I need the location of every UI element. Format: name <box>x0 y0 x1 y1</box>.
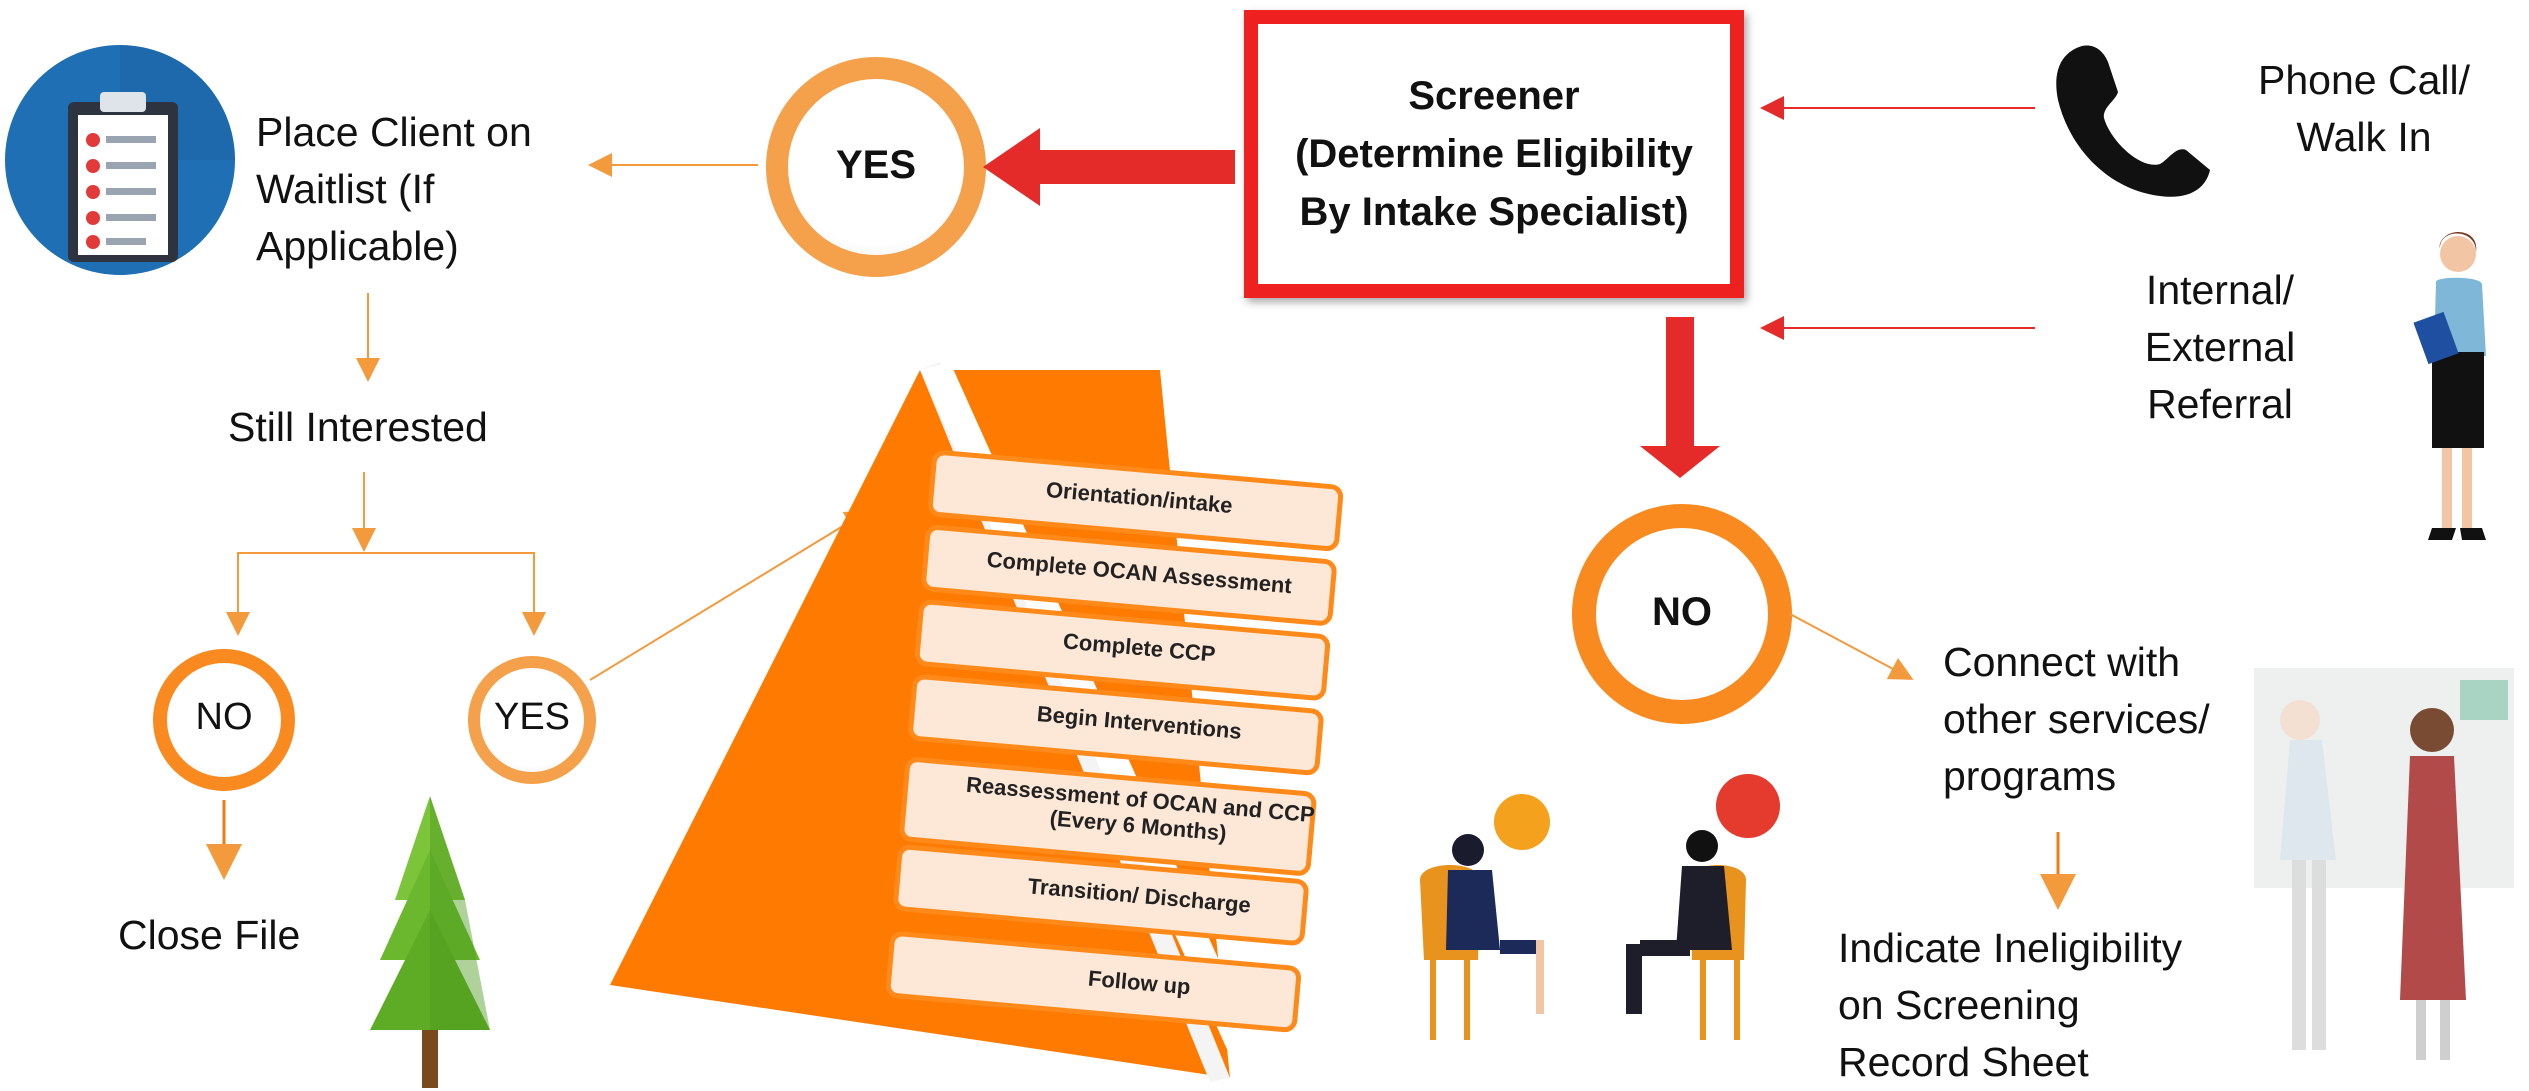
referral-line1: Internal/ <box>2145 267 2295 313</box>
small-no-label: NO <box>195 696 253 738</box>
still-interested-label: Still Interested <box>228 404 488 450</box>
interview-scene-icon <box>1420 774 1780 1040</box>
indicate-line3: Record Sheet <box>1838 1039 2089 1085</box>
phone-call-label: Phone Call/ Walk In <box>2238 52 2490 166</box>
small-no-circle <box>153 649 295 791</box>
referral-line3: Referral <box>2147 381 2293 427</box>
small-yes-label: YES <box>493 696 571 738</box>
phone-line2: Walk In <box>2296 114 2432 160</box>
connect-line2: other services/ <box>1943 696 2210 742</box>
screener-label: Screener (Determine Eligibility By Intak… <box>1295 67 1693 241</box>
connect-line1: Connect with <box>1943 639 2181 685</box>
waitlist-line3: Applicable) <box>256 223 459 269</box>
tree-icon <box>370 796 490 1088</box>
screener-line2: (Determine Eligibility <box>1295 132 1693 176</box>
phone-icon <box>2056 45 2210 197</box>
people-illustration <box>2254 668 2514 1060</box>
red-arrow-to-yes <box>983 128 1235 206</box>
screener-line1: Screener <box>1408 74 1580 118</box>
waitlist-line1: Place Client on <box>256 109 532 155</box>
clipboard-checklist-icon <box>5 45 235 275</box>
referral-label: Internal/ External Referral <box>2100 262 2340 433</box>
indicate-ineligibility-label: Indicate Ineligibility on Screening Reco… <box>1838 920 2182 1091</box>
waitlist-label: Place Client on Waitlist (If Applicable) <box>256 104 532 275</box>
referral-line2: External <box>2144 324 2296 370</box>
yes-circle <box>766 57 986 277</box>
small-yes-circle <box>468 656 596 784</box>
connect-line3: programs <box>1943 753 2117 799</box>
businesswoman-icon <box>2413 232 2486 540</box>
indicate-line2: on Screening <box>1838 982 2080 1028</box>
process-step-cards <box>885 450 1344 1033</box>
connect-services-label: Connect with other services/ programs <box>1943 634 2210 805</box>
no-to-connect-arrow <box>1789 613 1914 680</box>
close-file-label: Close File <box>118 912 301 958</box>
yes-to-steps-arrow <box>589 509 870 681</box>
screener-line3: By Intake Specialist) <box>1299 190 1689 234</box>
yes-circle-label: YES <box>835 143 917 187</box>
indicate-line1: Indicate Ineligibility <box>1838 925 2183 971</box>
waitlist-line2: Waitlist (If <box>256 166 435 212</box>
no-circle-label: NO <box>1652 590 1712 634</box>
branch-connector <box>237 552 535 630</box>
red-arrow-to-no <box>1640 317 1720 478</box>
no-circle <box>1572 504 1792 724</box>
phone-line1: Phone Call/ <box>2258 57 2470 103</box>
screener-box: Screener (Determine Eligibility By Intak… <box>1244 10 1744 298</box>
